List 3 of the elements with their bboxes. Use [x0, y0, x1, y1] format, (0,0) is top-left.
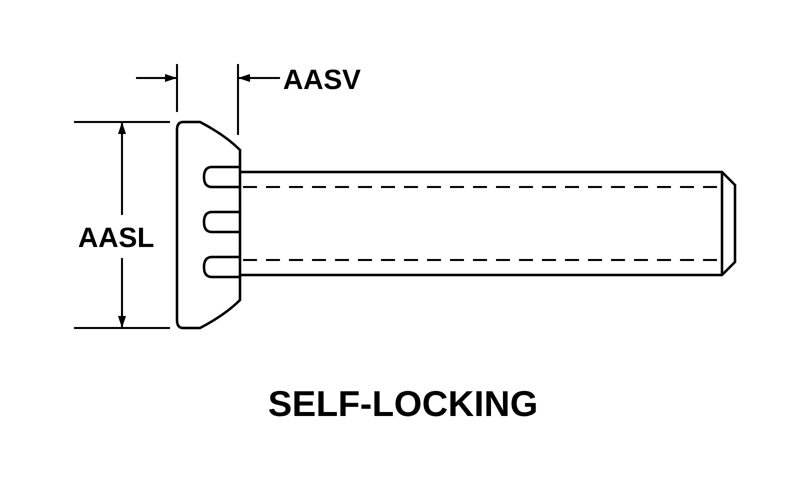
dimension-label: AASV	[283, 66, 361, 94]
dimension-label: AASL	[78, 224, 154, 252]
caption-text: SELF-LOCKING	[267, 386, 539, 422]
